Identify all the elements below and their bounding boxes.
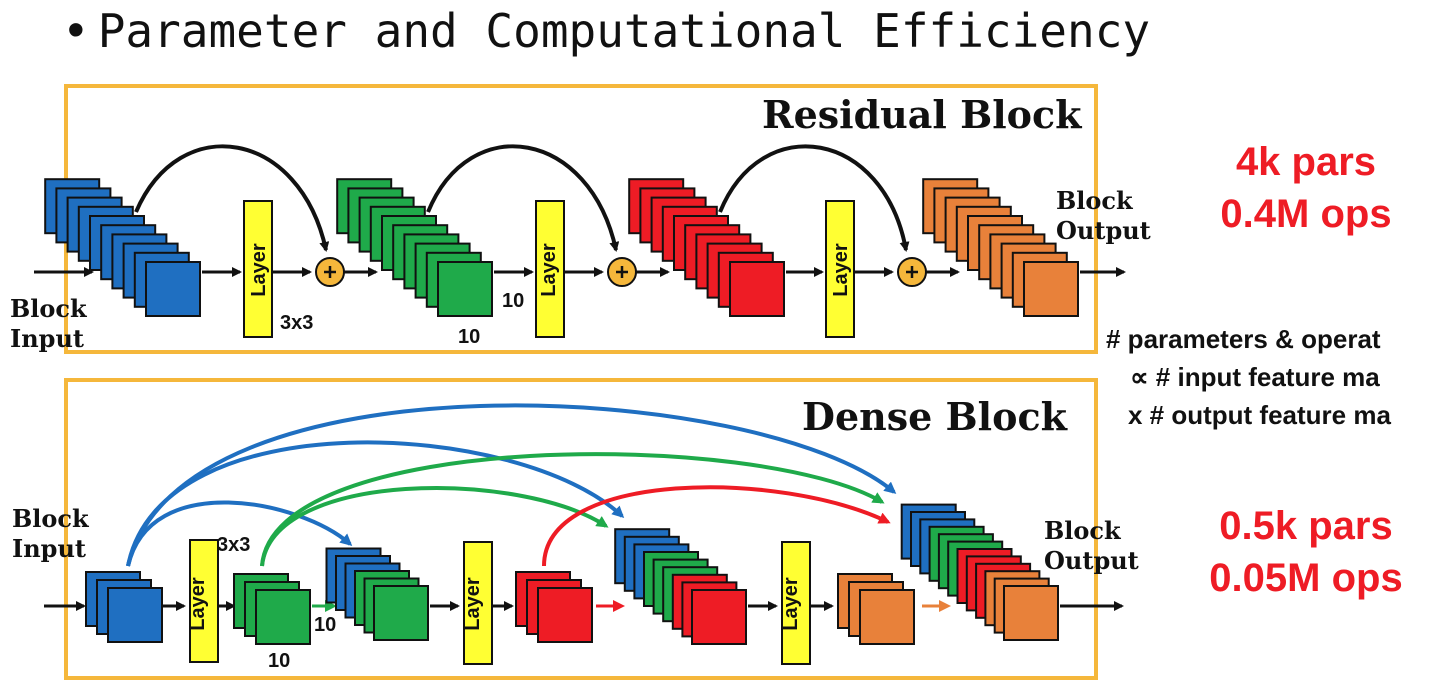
blue-connection-3 bbox=[126, 403, 897, 567]
green-feature-stack bbox=[336, 178, 493, 317]
residual-block-output-label: Block Output bbox=[1056, 186, 1151, 245]
feature-map bbox=[729, 261, 785, 317]
dense-dim-b-label: 10 bbox=[268, 650, 291, 672]
feature-map bbox=[859, 589, 915, 645]
layer-box bbox=[463, 541, 493, 665]
green-connection-2 bbox=[260, 452, 885, 567]
residual-dim-b-label: 10 bbox=[458, 326, 481, 348]
feature-map bbox=[437, 261, 493, 317]
dense-ops: 0.05M ops bbox=[1209, 556, 1403, 600]
red-connection-1 bbox=[542, 485, 891, 567]
feature-map bbox=[255, 589, 311, 645]
residual-skip-2 bbox=[426, 144, 620, 252]
layer-label: Layer bbox=[830, 243, 852, 297]
dense-block-output-label: Block Output bbox=[1044, 516, 1139, 575]
layer-box bbox=[825, 200, 855, 338]
orange-feature-stack bbox=[922, 178, 1079, 317]
dense-block-title: Dense Block bbox=[802, 394, 1067, 439]
page-title: •Parameter and Computational Efficiency bbox=[62, 4, 1151, 58]
layer-box bbox=[189, 539, 219, 663]
residual-pars: 4k pars bbox=[1235, 140, 1377, 184]
dense-layer-labels: Layer Layer Layer bbox=[187, 577, 802, 631]
feature-map bbox=[145, 261, 201, 317]
dense-pars: 0.5k pars bbox=[1219, 504, 1393, 548]
plus-circle-icon bbox=[315, 257, 345, 287]
residual-ops: 0.4M ops bbox=[1220, 192, 1392, 236]
feature-map bbox=[537, 587, 593, 643]
layer-label: Layer bbox=[248, 243, 270, 297]
green-connection-1 bbox=[260, 486, 609, 567]
dense-block-input-label: Block Input bbox=[12, 504, 89, 563]
feature-map bbox=[1023, 261, 1079, 317]
plus-circle-icon bbox=[897, 257, 927, 287]
dense-kernel-label: 3x3 bbox=[217, 534, 251, 556]
blue-connection-1 bbox=[126, 500, 353, 567]
residual-layer-labels: Layer Layer Layer bbox=[248, 243, 852, 297]
layer-box bbox=[243, 200, 273, 338]
layer-box bbox=[781, 541, 811, 665]
note-line-1: # parameters & operat bbox=[1106, 324, 1381, 354]
bullet-icon: • bbox=[62, 4, 90, 58]
plus-circle-icon bbox=[607, 257, 637, 287]
feature-map bbox=[107, 587, 163, 643]
layer-label: Layer bbox=[187, 577, 209, 631]
concat-stack-1 bbox=[325, 547, 429, 641]
residual-stats: 4k pars 0.4M ops bbox=[1176, 136, 1436, 240]
note-line-3: x # output feature ma bbox=[1128, 400, 1391, 430]
orange-feature-stack bbox=[837, 573, 915, 645]
dense-panel bbox=[64, 378, 1098, 680]
green-feature-stack bbox=[233, 573, 311, 645]
layer-label: Layer bbox=[538, 243, 560, 297]
layer-label: Layer bbox=[462, 577, 484, 631]
residual-kernel-label: 3x3 bbox=[280, 312, 314, 334]
dense-dim-a-label: 10 bbox=[314, 614, 337, 636]
red-feature-stack bbox=[515, 571, 593, 643]
feature-map bbox=[1003, 585, 1059, 641]
feature-map bbox=[373, 585, 429, 641]
concat-stack-3 bbox=[900, 503, 1059, 641]
dense-diagram bbox=[44, 403, 1124, 665]
residual-skip-3 bbox=[718, 144, 910, 252]
residual-dim-a-label: 10 bbox=[502, 290, 525, 312]
residual-block-input-label: Block Input bbox=[10, 294, 87, 353]
feature-map bbox=[691, 589, 747, 645]
red-feature-stack bbox=[628, 178, 785, 317]
residual-block-title: Residual Block bbox=[762, 92, 1082, 137]
blue-feature-stack bbox=[85, 571, 163, 643]
note-line-2: ∝ # input feature ma bbox=[1130, 362, 1380, 392]
blue-feature-stack bbox=[44, 178, 201, 317]
layer-box bbox=[535, 200, 565, 338]
dense-stats: 0.5k pars 0.05M ops bbox=[1176, 500, 1436, 604]
layer-label: Layer bbox=[780, 577, 802, 631]
residual-diagram bbox=[34, 144, 1126, 338]
concat-stack-2 bbox=[614, 528, 747, 645]
residual-skip-1 bbox=[134, 144, 330, 252]
